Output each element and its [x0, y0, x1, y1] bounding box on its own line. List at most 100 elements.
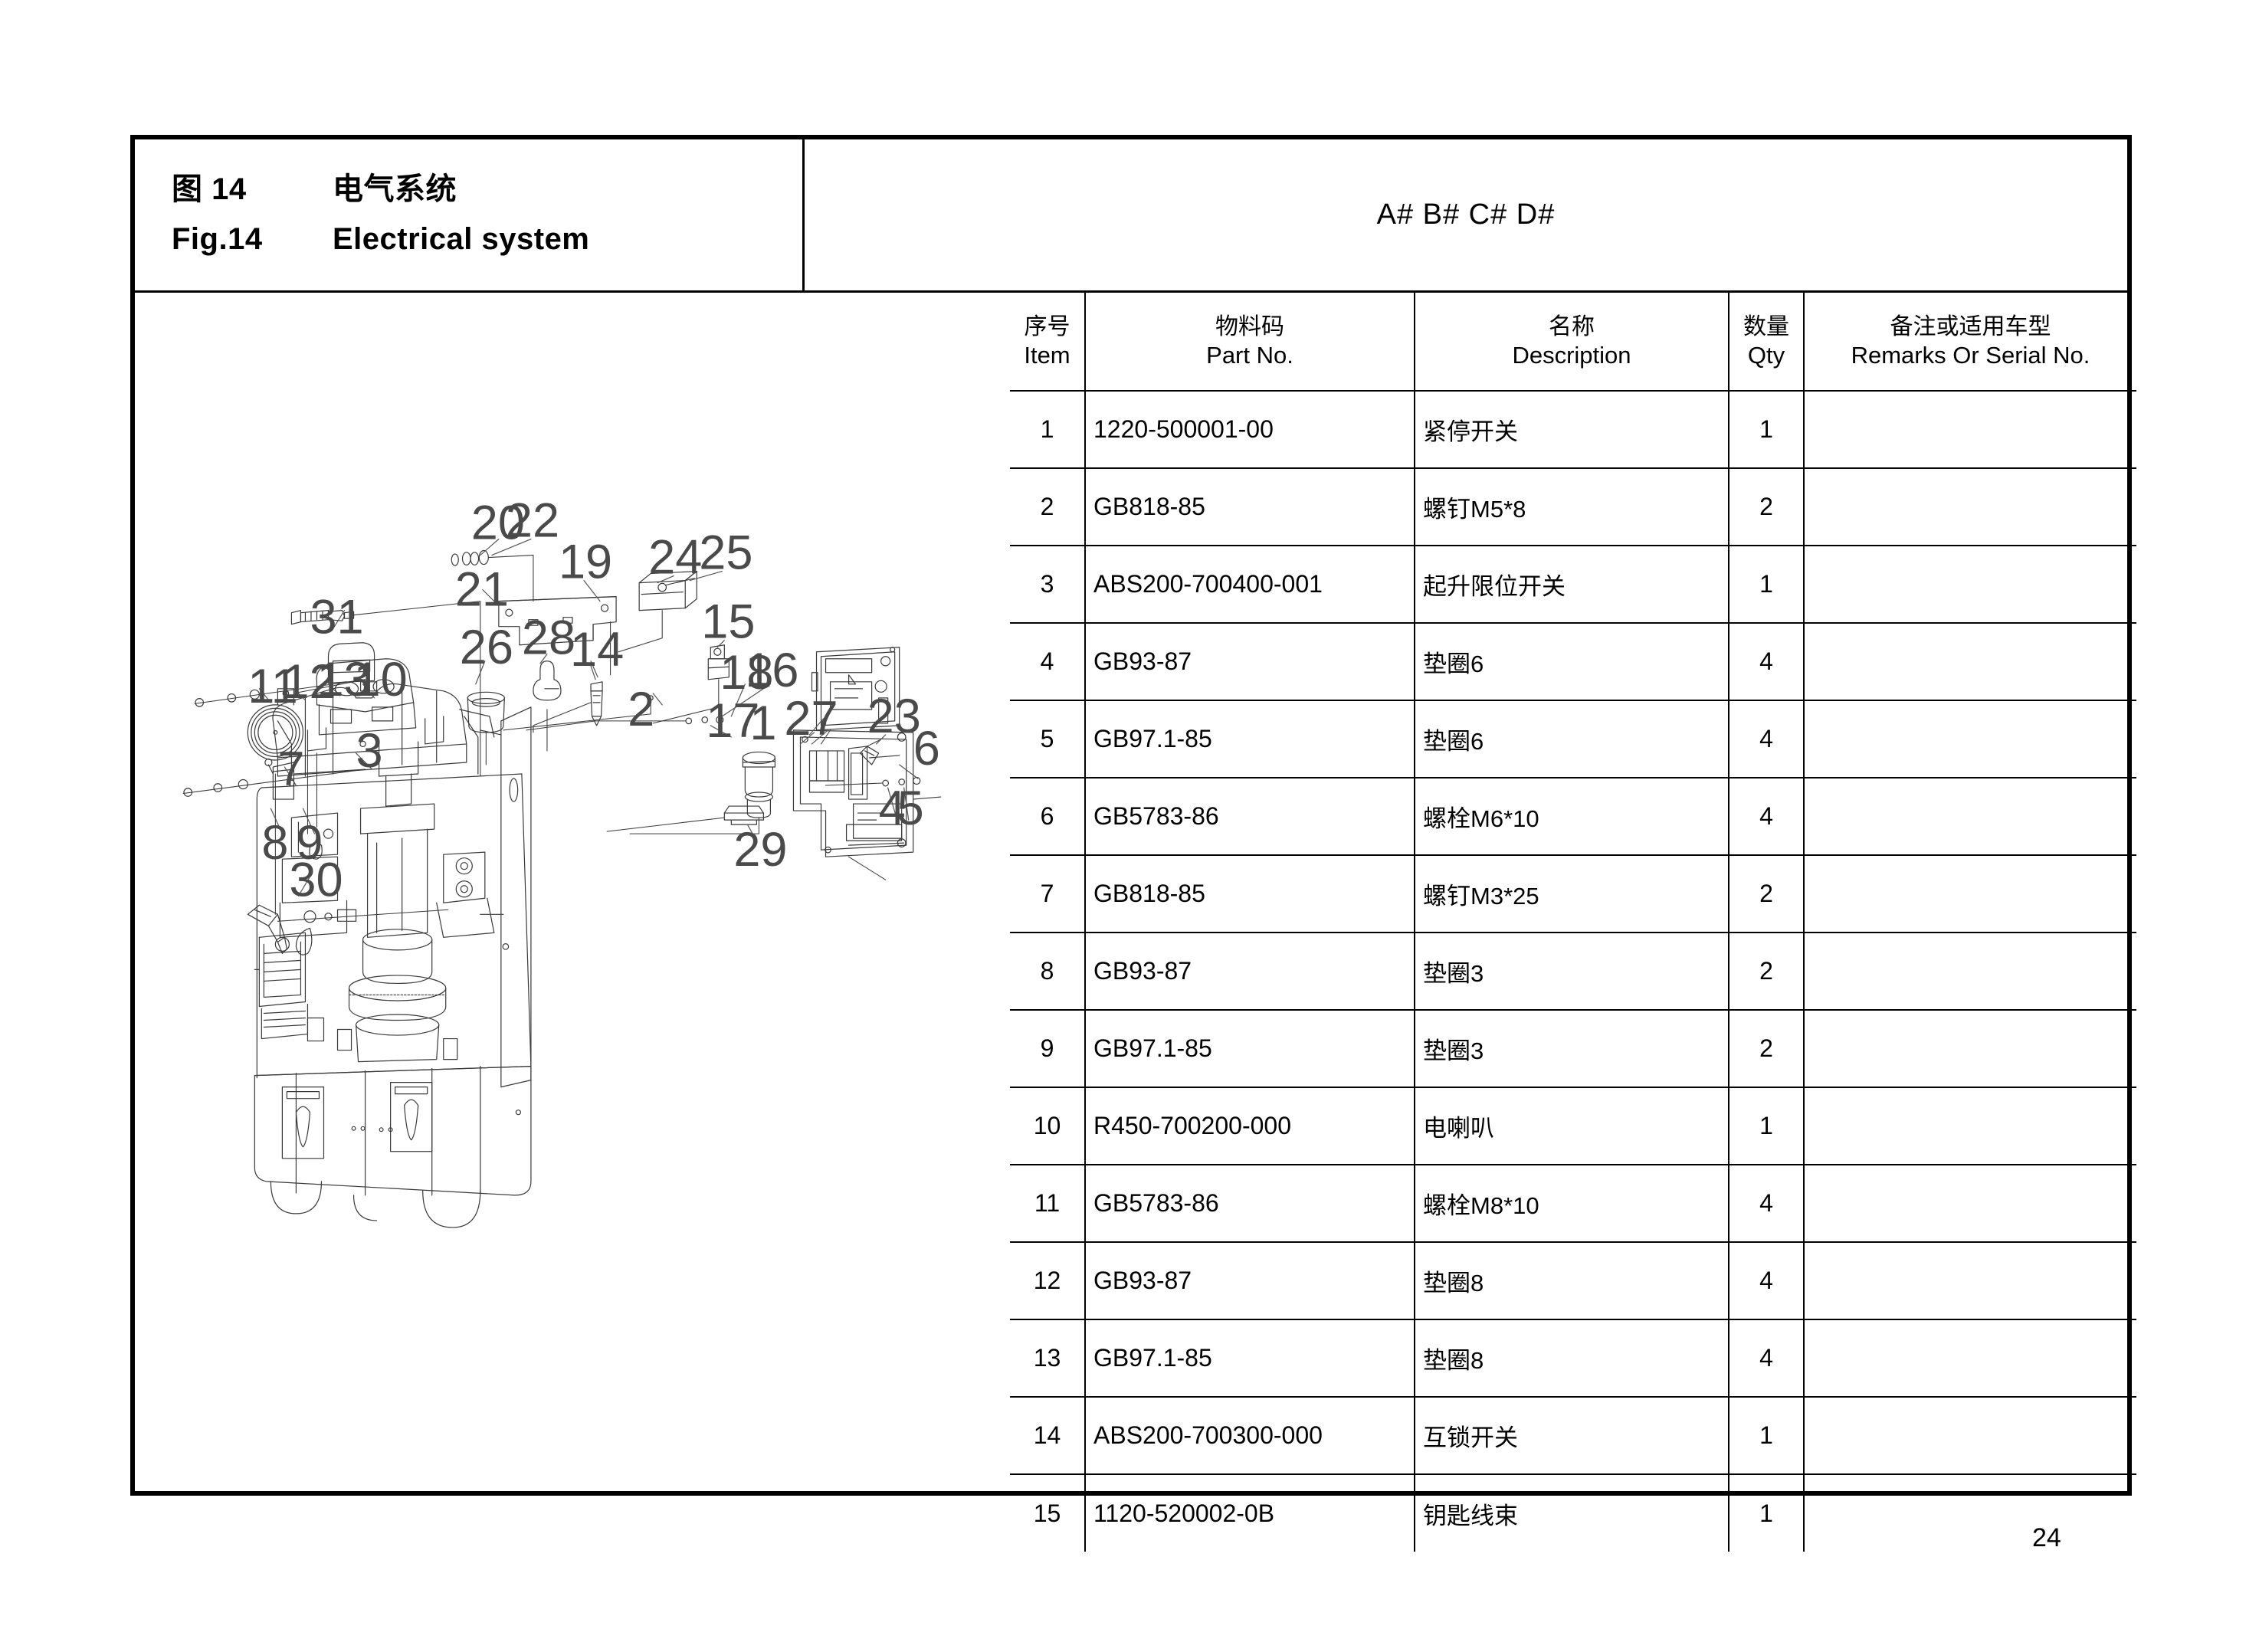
row-quantity: 1	[1728, 1396, 1805, 1475]
svg-text:13: 13	[316, 653, 370, 706]
row-item-number: 1	[1010, 390, 1086, 469]
figure-title-cn: 电气系统	[333, 172, 457, 206]
row-part-number: GB97.1-85	[1084, 1319, 1415, 1398]
row-quantity: 2	[1728, 1009, 1805, 1088]
svg-text:16: 16	[745, 644, 798, 697]
row-remarks	[1803, 854, 2136, 933]
row-description: 垫圈8	[1414, 1319, 1729, 1398]
row-quantity: 4	[1728, 700, 1805, 778]
row-item-number: 3	[1010, 545, 1086, 624]
figure-title-en-row: Fig.14 Electrical system	[172, 222, 802, 257]
row-quantity: 4	[1728, 777, 1805, 856]
row-part-number: 1120-520002-0B	[1084, 1473, 1415, 1552]
row-part-number: R450-700200-000	[1084, 1087, 1415, 1165]
svg-text:9: 9	[296, 816, 323, 870]
svg-text:27: 27	[784, 692, 838, 746]
header-description-cn: 名称	[1549, 313, 1595, 339]
row-remarks	[1803, 1087, 2136, 1165]
row-description: 螺栓M8*10	[1414, 1164, 1729, 1243]
svg-text:15: 15	[701, 595, 755, 649]
svg-text:28: 28	[522, 611, 575, 665]
figure-label-cn: 图 14	[172, 172, 247, 206]
row-quantity: 1	[1728, 1473, 1805, 1552]
row-remarks	[1803, 467, 2136, 546]
svg-text:31: 31	[310, 591, 363, 644]
row-remarks	[1803, 1396, 2136, 1475]
svg-text:10: 10	[354, 653, 408, 706]
row-item-number: 9	[1010, 1009, 1086, 1088]
svg-text:30: 30	[289, 853, 343, 906]
row-part-number: GB93-87	[1084, 622, 1415, 701]
row-description: 垫圈3	[1414, 932, 1729, 1011]
row-item-number: 8	[1010, 932, 1086, 1011]
row-quantity: 2	[1728, 467, 1805, 546]
row-part-number: 1220-500001-00	[1084, 390, 1415, 469]
table-header-row: 序号 Item 物料码 Part No. 名称 Description	[1010, 293, 2136, 392]
row-remarks	[1803, 1009, 2136, 1088]
row-part-number: GB93-87	[1084, 932, 1415, 1011]
svg-text:11: 11	[248, 660, 298, 713]
svg-text:25: 25	[699, 526, 752, 580]
row-item-number: 6	[1010, 777, 1086, 856]
row-remarks	[1803, 1241, 2136, 1320]
row-description: 垫圈6	[1414, 700, 1729, 778]
header-qty-en: Qty	[1747, 341, 1785, 369]
header-band: 图 14 电气系统 Fig.14 Electrical system A# B#…	[135, 139, 2127, 293]
row-quantity: 1	[1728, 545, 1805, 624]
svg-text:23: 23	[867, 690, 921, 743]
svg-text:24: 24	[648, 531, 702, 585]
svg-text:19: 19	[559, 536, 612, 589]
svg-text:2: 2	[628, 683, 654, 736]
header-description: 名称 Description	[1414, 293, 1729, 392]
svg-text:17: 17	[706, 694, 759, 748]
figure-title-block: 图 14 电气系统 Fig.14 Electrical system	[135, 139, 805, 290]
header-qty-cn: 数量	[1743, 313, 1789, 339]
svg-text:22: 22	[506, 494, 559, 548]
header-remarks-en: Remarks Or Serial No.	[1851, 341, 2090, 369]
svg-text:29: 29	[733, 823, 787, 877]
row-item-number: 14	[1010, 1396, 1086, 1475]
header-part-no: 物料码 Part No.	[1084, 293, 1415, 392]
svg-text:6: 6	[913, 722, 940, 775]
row-item-number: 11	[1010, 1164, 1086, 1243]
row-part-number: GB5783-86	[1084, 777, 1415, 856]
row-part-number: GB818-85	[1084, 467, 1415, 546]
row-quantity: 1	[1728, 390, 1805, 469]
row-quantity: 2	[1728, 932, 1805, 1011]
header-remarks-cn: 备注或适用车型	[1890, 313, 2051, 339]
row-quantity: 2	[1728, 854, 1805, 933]
row-description: 垫圈3	[1414, 1009, 1729, 1088]
row-quantity: 4	[1728, 1319, 1805, 1398]
row-description: 螺钉M5*8	[1414, 467, 1729, 546]
row-quantity: 4	[1728, 622, 1805, 701]
row-description: 电喇叭	[1414, 1087, 1729, 1165]
row-description: 互锁开关	[1414, 1396, 1729, 1475]
row-quantity: 1	[1728, 1087, 1805, 1165]
row-item-number: 10	[1010, 1087, 1086, 1165]
row-description: 螺栓M6*10	[1414, 777, 1729, 856]
row-item-number: 12	[1010, 1241, 1086, 1320]
header-part-no-cn: 物料码	[1215, 313, 1284, 339]
row-part-number: ABS200-700300-000	[1084, 1396, 1415, 1475]
figure-title-cn-row: 图 14 电气系统	[172, 164, 802, 208]
svg-text:5: 5	[897, 782, 924, 835]
row-description: 起升限位开关	[1414, 545, 1729, 624]
header-item-cn: 序号	[1024, 313, 1070, 339]
row-part-number: ABS200-700400-001	[1084, 545, 1415, 624]
row-item-number: 4	[1010, 622, 1086, 701]
svg-text:4: 4	[879, 782, 906, 835]
row-description: 紧停开关	[1414, 390, 1729, 469]
